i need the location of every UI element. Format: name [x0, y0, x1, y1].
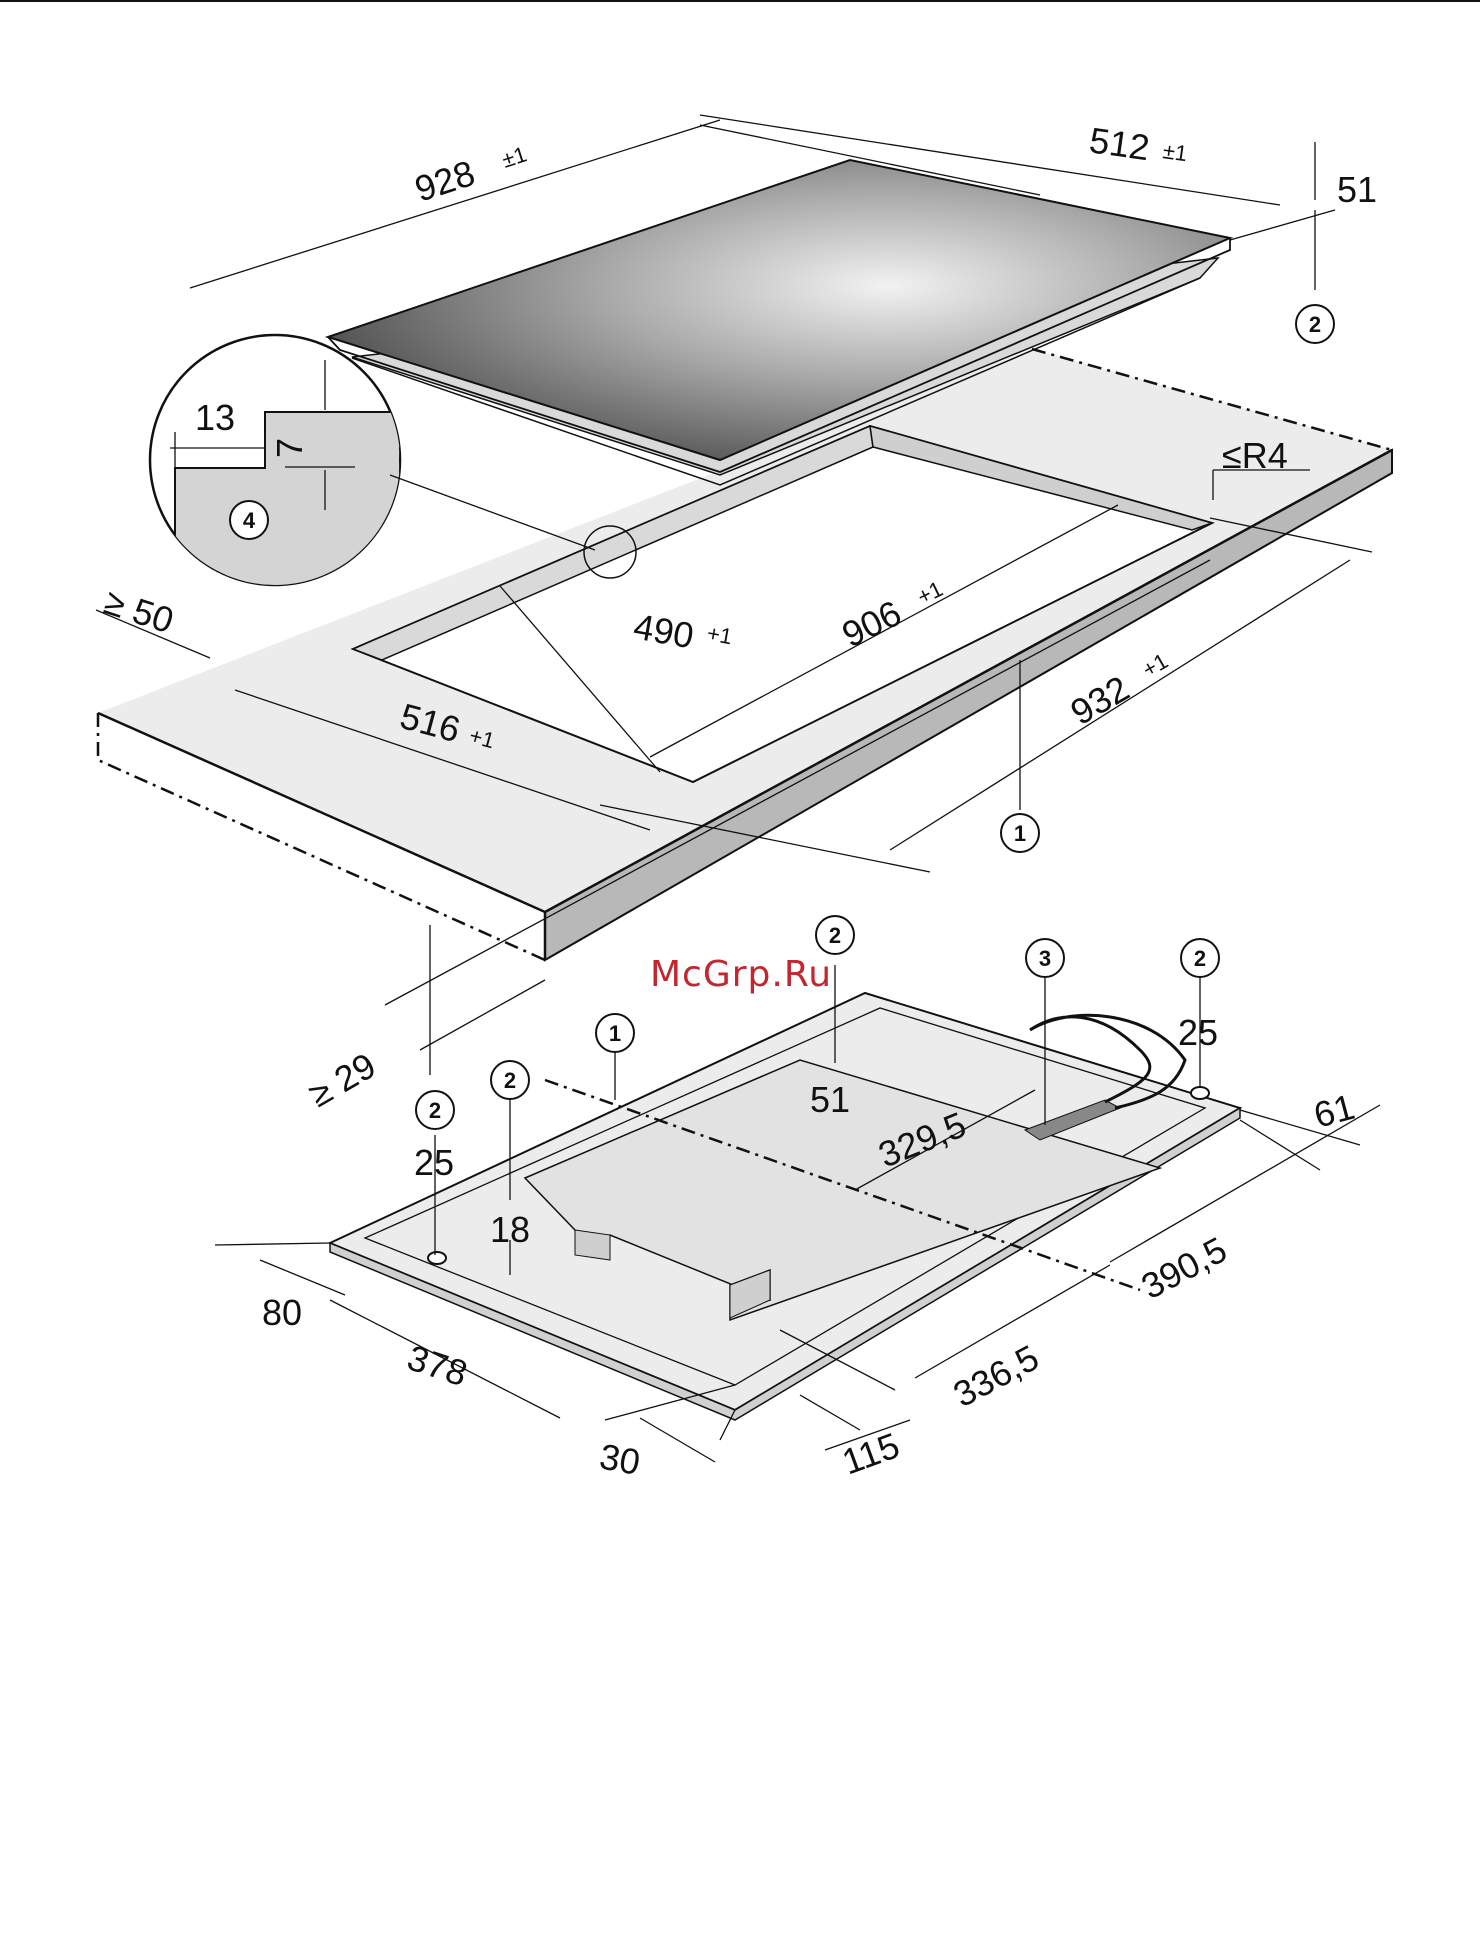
svg-text:3: 3 — [1039, 946, 1051, 971]
callout-3-connection: 3 — [1026, 939, 1064, 977]
underside-offset-front: 80 — [262, 1292, 302, 1333]
hob-depth-value: 512 — [1087, 119, 1152, 168]
underside-front-step: 30 — [597, 1436, 644, 1483]
detail-step-width-value: 13 — [195, 397, 235, 438]
worktop-min-thickness-label: ≥ 29 — [302, 1045, 383, 1115]
svg-text:1: 1 — [609, 1021, 621, 1046]
underside-depth-center: 51 — [810, 1079, 850, 1120]
underside-foot-height-left: 25 — [414, 1142, 454, 1183]
svg-text:1: 1 — [1014, 821, 1026, 846]
svg-text:2: 2 — [1309, 312, 1321, 337]
callout-2-underside-right: 2 — [1181, 939, 1219, 977]
hob-depth-tolerance: ±1 — [1161, 138, 1189, 166]
hob-length-value: 928 — [410, 152, 480, 210]
cutout-radius-label: ≤R4 — [1222, 435, 1288, 476]
underside-foot-height-right: 25 — [1178, 1012, 1218, 1053]
svg-text:2: 2 — [504, 1068, 516, 1093]
hob-height-value: 51 — [1337, 169, 1377, 210]
cutout-depth-inner-tolerance: +1 — [705, 620, 734, 649]
callout-2-hob: 2 — [1296, 305, 1334, 343]
underside-offset-right: 61 — [1309, 1086, 1358, 1136]
cutout-length-outer-tolerance: +1 — [1138, 648, 1172, 682]
svg-text:4: 4 — [243, 508, 256, 533]
cutout-front-min-label: ≥ 50 — [100, 581, 179, 642]
svg-text:2: 2 — [429, 1098, 441, 1123]
detail-step-height-value: 7 — [269, 438, 310, 458]
underside-center-height: 18 — [490, 1209, 530, 1250]
underside-offset-right-length: 390,5 — [1135, 1229, 1234, 1307]
callout-1-underside: 1 — [596, 1014, 634, 1052]
underside-mid-length: 336,5 — [947, 1337, 1046, 1415]
callout-1-worktop: 1 — [1001, 814, 1039, 852]
svg-text:2: 2 — [1194, 946, 1206, 971]
hob-length-tolerance: ±1 — [499, 141, 530, 172]
callout-2-underside-left: 2 — [416, 1091, 454, 1129]
callout-2-underside-center: 2 — [816, 916, 854, 954]
underside-front-length: 378 — [403, 1337, 473, 1395]
watermark-text: McGrp.Ru — [650, 954, 832, 995]
callout-4-detail: 4 — [230, 501, 268, 539]
cutout-length-outer-value: 932 — [1064, 667, 1137, 733]
underside-rear-step: 115 — [837, 1424, 905, 1482]
svg-text:2: 2 — [829, 923, 841, 948]
callout-2-underside-mid: 2 — [491, 1061, 529, 1099]
